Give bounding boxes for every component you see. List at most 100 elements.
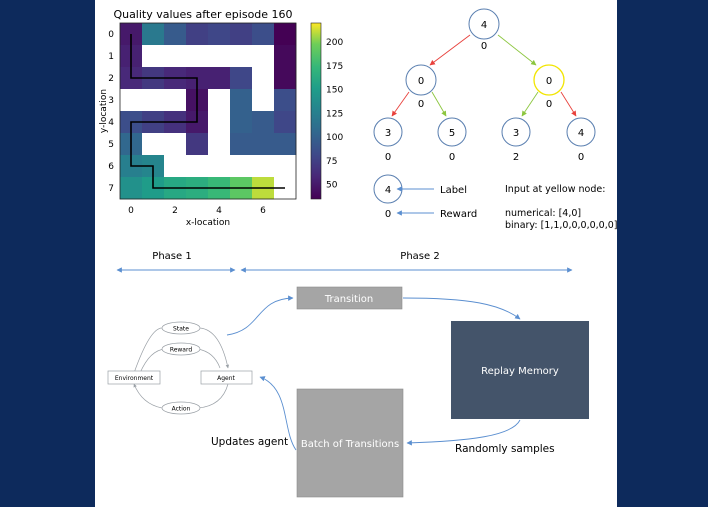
y-tick-label: 6	[108, 162, 114, 172]
loop-arc	[197, 348, 221, 369]
loop-arc	[199, 327, 230, 369]
heatmap-wall-cell	[274, 155, 297, 178]
transition-box	[296, 286, 403, 310]
replay-memory-box	[451, 321, 589, 419]
tree-node-yellow	[533, 64, 565, 96]
colorbar-tick-label: 125	[326, 109, 343, 119]
tree-node-label: 5	[449, 128, 455, 139]
batch-label: Batch of Transitions	[301, 439, 399, 450]
tree-edge	[391, 91, 410, 117]
tree-node	[437, 117, 467, 147]
heatmap-y-label: y-location	[99, 89, 109, 133]
tree-edge	[521, 91, 539, 117]
colorbar-tick-label: 175	[326, 62, 343, 72]
tree-node-label: 0	[418, 76, 424, 87]
colorbar-tick-label: 150	[326, 86, 343, 96]
agent-label: Agent	[217, 375, 235, 382]
heatmap-x-label: x-location	[186, 218, 230, 228]
input-title: Input at yellow node:	[505, 184, 605, 195]
heatmap-cell	[186, 23, 209, 46]
tree-node-label: 3	[385, 128, 391, 139]
heatmap-x-ticks: 0 2 4 6	[128, 206, 266, 216]
tree-node-reward: 0	[578, 152, 584, 163]
tree-node-reward: 0	[418, 99, 424, 110]
loop-arc	[197, 383, 229, 409]
heatmap-wall-cell	[230, 45, 253, 68]
heatmap-cell	[230, 67, 253, 90]
heatmap-cell	[230, 89, 253, 112]
heatmap-cell	[274, 23, 297, 46]
heatmap-wall-cell	[252, 89, 275, 112]
tree-node	[566, 117, 596, 147]
colorbar-ticks: 200 175 150 125 100 75 50	[326, 38, 343, 191]
heatmap-title: Quality values after episode 160	[113, 8, 292, 21]
heatmap-wall-cell	[142, 133, 165, 156]
heatmap-y-ticks: 0 1 2 3 4 5 6 7	[108, 30, 114, 194]
heatmap-wall-cell	[208, 133, 231, 156]
reward-node	[161, 342, 201, 356]
y-tick-label: 7	[108, 184, 114, 194]
heatmap-cell	[252, 133, 275, 156]
heatmap-wall-cell	[164, 155, 187, 178]
heatmap-wall-cell	[120, 89, 143, 112]
colorbar-tick-label: 50	[326, 181, 338, 191]
heatmap-wall-cell	[208, 111, 231, 134]
y-tick-label: 2	[108, 74, 114, 84]
replay-memory-label: Replay Memory	[481, 366, 559, 377]
heatmap-wall-cell	[252, 45, 275, 68]
batch-box	[296, 388, 404, 498]
heatmap-cell	[208, 23, 231, 46]
heatmap-cell	[274, 45, 297, 68]
y-tick-label: 5	[108, 140, 114, 150]
replay-flow: Transition Replay Memory Batch of Transi…	[211, 286, 589, 498]
colorbar-tick-label: 100	[326, 133, 343, 143]
heatmap-wall-cell	[164, 45, 187, 68]
heatmap-cell	[208, 67, 231, 90]
y-tick-label: 1	[108, 52, 114, 62]
decision-tree: 4 0 0 0 0 0 3 0 5 0 3 2 4 0 4 0	[373, 8, 617, 231]
colorbar	[310, 22, 322, 200]
heatmap-cell	[142, 23, 165, 46]
tree-node-label: 4	[578, 128, 584, 139]
heatmap-cell	[274, 89, 297, 112]
heatmap-cell	[274, 67, 297, 90]
y-tick-label: 0	[108, 30, 114, 40]
action-label: Action	[172, 406, 191, 413]
rl-loop-diagram: State Reward Action Environment Agent	[107, 321, 253, 415]
heatmap-cell	[230, 111, 253, 134]
legend-label-text: Label	[440, 185, 467, 196]
y-tick-label: 3	[108, 96, 114, 106]
tree-node-reward: 2	[513, 152, 519, 163]
tree-node-label: 3	[513, 128, 519, 139]
tree-node-label: 0	[546, 76, 552, 87]
tree-edge	[431, 91, 447, 117]
tree-node	[501, 117, 531, 147]
heatmap-cell	[164, 23, 187, 46]
heatmap-wall-cell	[252, 155, 275, 178]
heatmap-cell	[230, 133, 253, 156]
loop-arc	[133, 383, 163, 409]
heatmap-wall-cell	[142, 89, 165, 112]
transition-to-memory-arrow	[402, 297, 521, 320]
heatmap-wall-cell	[208, 89, 231, 112]
loop-arc	[139, 348, 166, 374]
tree-node	[373, 117, 403, 147]
agent-box	[200, 370, 253, 385]
tree-node-root	[468, 8, 500, 40]
tree-edge	[497, 34, 537, 66]
tree-edge	[429, 34, 471, 66]
batch-to-agent-arrow	[259, 376, 297, 451]
heatmap-chart: Quality values after episode 160 0 2 4 6…	[99, 8, 343, 228]
legend-node-reward: 0	[385, 209, 391, 220]
heatmap-wall-cell	[208, 45, 231, 68]
heatmap-wall-cell	[230, 155, 253, 178]
x-tick-label: 6	[260, 206, 266, 216]
tree-node-reward: 0	[385, 152, 391, 163]
tree-edge	[560, 91, 577, 117]
heatmap-cells	[120, 23, 297, 200]
reward-label: Reward	[170, 347, 193, 354]
heatmap-cell	[274, 133, 297, 156]
heatmap-frame	[119, 22, 297, 200]
phase-1-label: Phase 1	[152, 251, 191, 262]
